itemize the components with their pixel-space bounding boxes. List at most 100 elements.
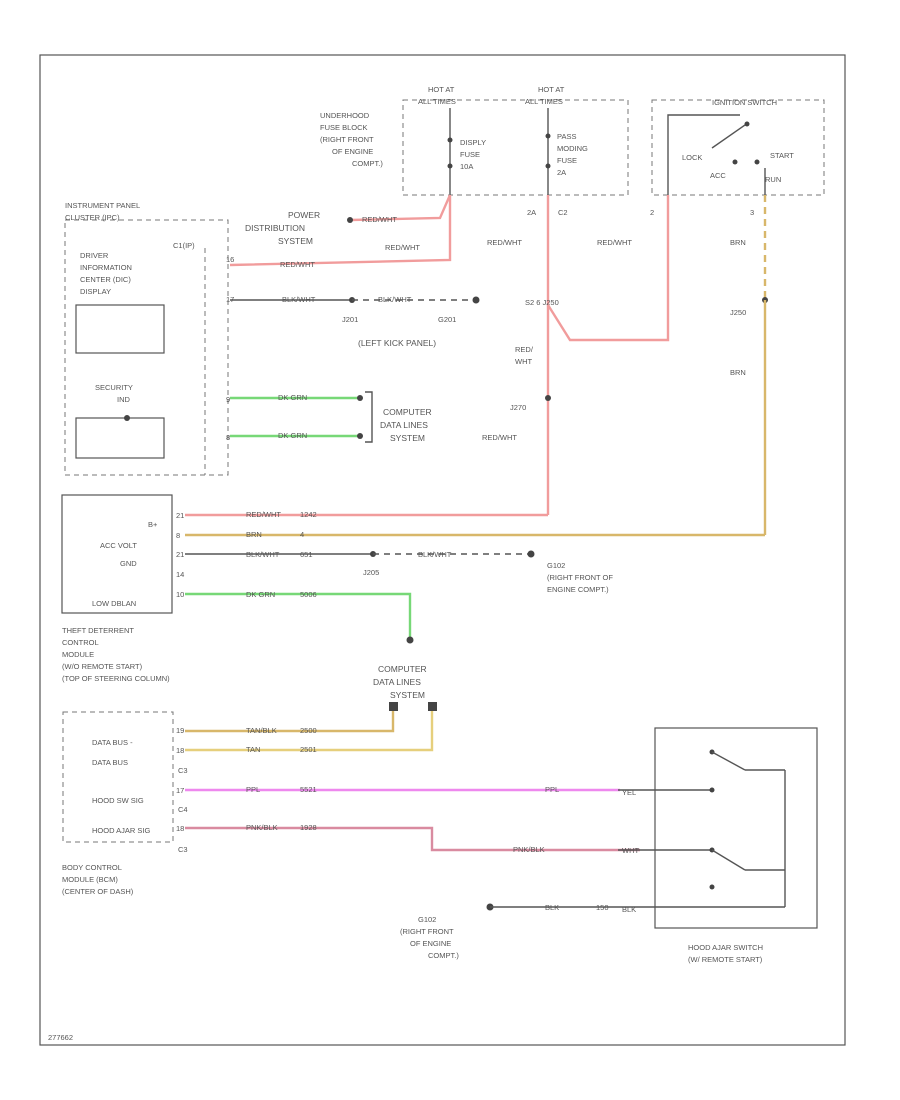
tdm-pin-label: LOW DBLAN xyxy=(92,599,136,608)
wire-label: BLK/WHT xyxy=(246,550,280,559)
fuse-label: MODING xyxy=(557,144,588,153)
bcm-pin: 19 xyxy=(176,726,184,735)
wire-label: DK GRN xyxy=(246,590,275,599)
wire-label: RED/WHT xyxy=(597,238,632,247)
ground-label: G102 xyxy=(418,915,436,924)
tdm-pin-label: ACC VOLT xyxy=(100,541,137,550)
splice-label: J205 xyxy=(363,568,379,577)
wire-label: PPL xyxy=(246,785,260,794)
circuit-number: 5006 xyxy=(300,590,317,599)
ipc-pin: 16 xyxy=(226,255,234,264)
circuit-number: 2500 xyxy=(300,726,317,735)
fuse-block-label: (RIGHT FRONT xyxy=(320,135,374,144)
computer-data-label: SYSTEM xyxy=(390,690,425,700)
wire-bcm-data-minus xyxy=(185,711,395,733)
tdm-pin: 21 xyxy=(176,550,184,559)
pin-label: YEL xyxy=(622,788,636,797)
computer-data-label: COMPUTER xyxy=(378,664,427,674)
tdm-pin: 14 xyxy=(176,570,184,579)
ground-label: G201 xyxy=(438,315,456,324)
wire-label: RED/WHT xyxy=(246,510,281,519)
pin-label: 2 xyxy=(650,208,654,217)
wire-label: PNK/BLK xyxy=(513,845,545,854)
wire-label: BLK/WHT xyxy=(378,295,412,304)
circuit-number: 2501 xyxy=(300,745,317,754)
underhood-fuse-block: HOT AT ALL TIMES HOT AT ALL TIMES UNDERH… xyxy=(320,85,629,196)
wire-tdm-data xyxy=(185,592,412,640)
ignition-switch: IGNITION SWITCH LOCK START ACC RUN xyxy=(651,98,825,196)
splice-label: J270 xyxy=(510,403,526,412)
power-dist-label: SYSTEM xyxy=(278,236,313,246)
fuse-block-label: OF ENGINE xyxy=(332,147,373,156)
bcm-pin-label: DATA BUS xyxy=(92,758,128,767)
fuse-block-label: COMPT.) xyxy=(352,159,383,168)
fuse-label: 2A xyxy=(557,168,566,177)
wire-label: RED/WHT xyxy=(385,243,420,252)
computer-data-label: SYSTEM xyxy=(390,433,425,443)
computer-data-label: COMPUTER xyxy=(383,407,432,417)
computer-data-label: DATA LINES xyxy=(380,420,428,430)
ipc-label: INSTRUMENT PANEL xyxy=(65,201,140,210)
wire-label: BLK/WHT xyxy=(418,550,452,559)
ground-label: (RIGHT FRONT OF xyxy=(547,573,613,582)
circuit-number: 1928 xyxy=(300,823,317,832)
tdm-pin-label: GND xyxy=(120,559,137,568)
fuse-label: 10A xyxy=(460,162,473,171)
bcm-label: (CENTER OF DASH) xyxy=(62,887,134,896)
ground-location: (LEFT KICK PANEL) xyxy=(358,338,436,348)
bcm-pin: 18 xyxy=(176,824,184,833)
wire-ipc-power xyxy=(229,195,452,267)
instrument-panel-cluster: INSTRUMENT PANEL CLUSTER (IPC) DRIVER IN… xyxy=(64,201,234,476)
bcm-label: MODULE (BCM) xyxy=(62,875,118,884)
ipc-connector-label: C1(IP) xyxy=(173,241,195,250)
wire-label: RED/WHT xyxy=(487,238,522,247)
bcm-label: BODY CONTROL xyxy=(62,863,122,872)
ground-label: ENGINE COMPT.) xyxy=(547,585,609,594)
pin-label: 3 xyxy=(750,208,754,217)
tdm-pin: 21 xyxy=(176,511,184,520)
circuit-number: 4 xyxy=(300,530,304,539)
tdm-label: (TOP OF STEERING COLUMN) xyxy=(62,674,170,683)
security-label: IND xyxy=(117,395,131,404)
ground-label: OF ENGINE xyxy=(410,939,451,948)
figure-code: 277662 xyxy=(48,1033,73,1042)
wire-label: RED/WHT xyxy=(482,433,517,442)
hood-switch-label: HOOD AJAR SWITCH xyxy=(688,943,763,952)
wire-label: DK GRN xyxy=(278,431,307,440)
bcm-connector: C3 xyxy=(178,845,188,854)
tdm-label: CONTROL xyxy=(62,638,99,647)
fuse-label: PASS xyxy=(557,132,576,141)
circuit-number: 5521 xyxy=(300,785,317,794)
wire-label: BRN xyxy=(246,530,262,539)
wire-label: BRN xyxy=(730,238,746,247)
tdm-label: MODULE xyxy=(62,650,94,659)
wire-ign-return xyxy=(546,195,670,342)
ground-label: (RIGHT FRONT xyxy=(400,927,454,936)
fuse-label: FUSE xyxy=(557,156,577,165)
hot-label: ALL TIMES xyxy=(525,97,563,106)
hot-label: HOT AT xyxy=(428,85,455,94)
tdm-pin: 10 xyxy=(176,590,184,599)
ipc-label: CLUSTER (IPC) xyxy=(65,213,120,222)
pin-label: 2A xyxy=(527,208,536,217)
fuse-block-label: UNDERHOOD xyxy=(320,111,370,120)
pin-label: BLK xyxy=(622,905,636,914)
hot-label: HOT AT xyxy=(538,85,565,94)
dic-label: DISPLAY xyxy=(80,287,111,296)
wire-label: RED/WHT xyxy=(280,260,315,269)
fuse-block-label: FUSE BLOCK xyxy=(320,123,368,132)
ipc-pin: 8 xyxy=(226,433,230,442)
power-dist-label: POWER xyxy=(288,210,320,220)
diagram-frame xyxy=(39,54,846,1046)
security-label: SECURITY xyxy=(95,383,133,392)
wire-label: PPL xyxy=(545,785,559,794)
ignition-acc-label: ACC xyxy=(710,171,726,180)
tdm-pin: 8 xyxy=(176,531,180,540)
dic-label: INFORMATION xyxy=(80,263,132,272)
wire-label: TAN xyxy=(246,745,260,754)
ipc-pin: 9 xyxy=(226,395,230,404)
wire-label: BRN xyxy=(730,368,746,377)
fuse-label: FUSE xyxy=(460,150,480,159)
hood-switch-label: (W/ REMOTE START) xyxy=(688,955,763,964)
